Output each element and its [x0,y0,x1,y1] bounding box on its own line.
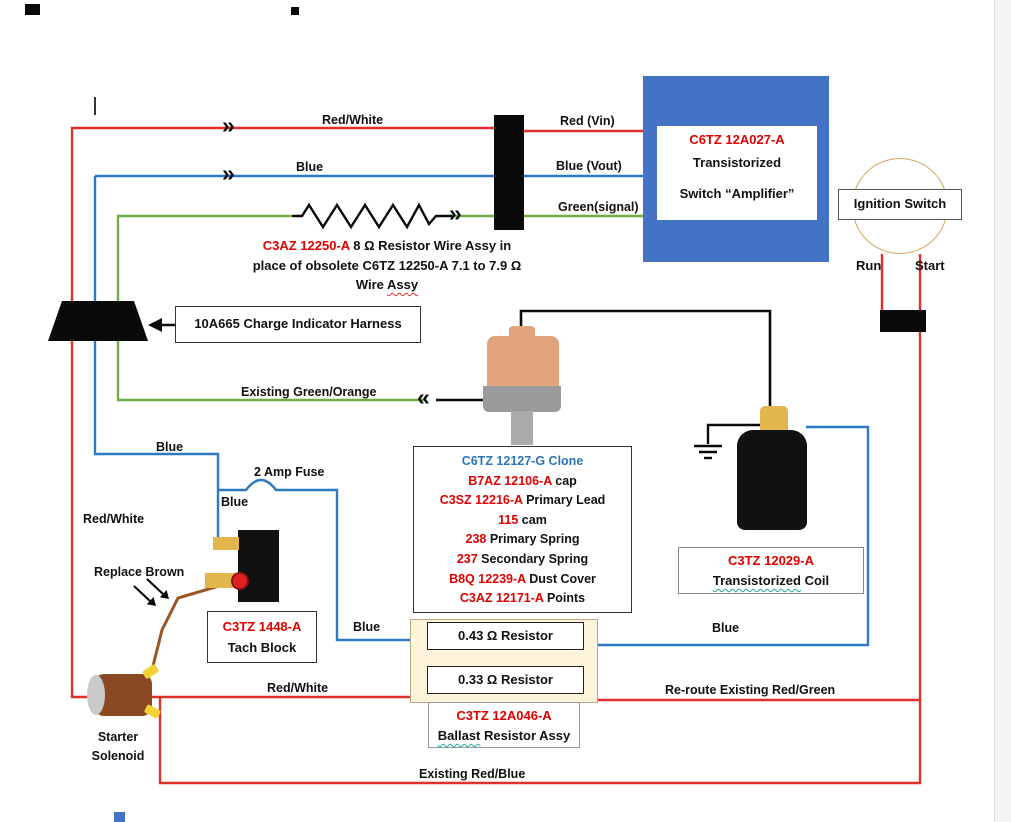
ignition-run-label: Run [856,258,882,273]
text-cursor [94,97,96,115]
label-blue-left: Blue [156,440,184,454]
bulkhead-connector-bar [494,115,524,230]
page-mark-bottom-blue [114,812,125,822]
tach-red-terminal-dot [231,572,249,590]
amplifier-line2: Switch “Amplifier” [679,186,795,201]
tach-terminal-mid [205,573,239,588]
tach-terminal-top [213,537,239,550]
ground-icon [694,444,722,460]
ignition-connector-block [880,310,926,332]
distributor-part-line: 238 Primary Spring [465,532,580,547]
distributor-cap [487,336,559,388]
amplifier-line1: Transistorized [692,155,782,170]
label-red-white-left: Red/White [83,512,145,526]
charge-harness-box: 10A665 Charge Indicator Harness [175,306,421,343]
label-green-signal: Green(signal) [558,200,639,214]
label-blue-mid: Blue [353,620,381,634]
wire-blue-coil [596,425,870,647]
label-red-white-top: Red/White [322,113,384,127]
page-mark-top-mid [291,7,299,15]
chevron-right-icon: » [222,160,235,186]
chevron-right-icon: » [222,112,235,138]
label-red-vin: Red (Vin) [560,114,615,128]
label-blue-right: Blue [712,621,740,635]
ballast-resistor-2-box: 0.33 Ω Resistor [427,666,584,694]
distributor-part-line: B8Q 12239-A Dust Cover [449,571,596,586]
page-mark-top-left [25,4,40,15]
label-blue-fuse: Blue [221,495,249,509]
charge-harness-label: 10A665 Charge Indicator Harness [194,316,402,331]
ballast-part-number: C3TZ 12A046-A [456,708,552,723]
tach-block-body [238,530,279,602]
wire-replace-brown [149,579,237,675]
label-blue-top: Blue [296,160,324,174]
distributor-part-line: 237 Secondary Spring [456,551,589,566]
replace-brown-arrow-icon [133,578,169,606]
amplifier-label-box: C6TZ 12A027-A Transistorized Switch “Amp… [657,126,817,220]
distributor-parts-box: C6TZ 12127-G Clone B7AZ 12106-A cap C3SZ… [413,446,632,613]
page-edge-right [994,0,1011,822]
label-two-amp-fuse: 2 Amp Fuse [254,465,325,479]
harness-arrow-icon [148,318,176,332]
wire-red-blue-existing [158,254,922,785]
ignition-start-label: Start [915,258,945,273]
distributor-part-line: C3SZ 12216-A Primary Lead [439,493,606,508]
coil-part-number: C3TZ 12029-A [728,553,814,568]
tach-name: Tach Block [227,640,297,655]
label-existing-red-blue: Existing Red/Blue [419,767,526,781]
chevron-left-icon: « [417,384,430,410]
tach-label-box: C3TZ 1448-A Tach Block [207,611,317,663]
distributor-part-line: 115 cam [498,512,547,527]
distributor-part-line: B7AZ 12106-A cap [468,473,577,488]
ballast-resistor-1-label: 0.43 Ω Resistor [458,628,553,643]
ballast-resistor-1-box: 0.43 Ω Resistor [427,622,584,650]
coil-name: Transistorized Coil [712,573,830,588]
starter-solenoid-label: Starter Solenoid [91,730,145,763]
ignition-switch-label: Ignition Switch [853,196,947,211]
distributor-body [483,386,561,412]
wire-coil-ground [706,423,762,444]
chevron-right-icon: » [449,200,462,226]
wire-red-white-main [70,126,494,699]
label-replace-brown: Replace Brown [94,565,185,579]
resistor-wire-note: C3AZ 12250-A 8 Ω Resistor Wire Assy in p… [252,238,522,292]
label-reroute: Re-route Existing Red/Green [665,683,836,697]
coil-body [737,430,807,530]
label-red-white-bottom: Red/White [267,681,329,695]
ignition-switch-label-box: Ignition Switch [838,189,962,220]
label-blue-vout: Blue (Vout) [556,159,622,173]
ballast-resistor-2-label: 0.33 Ω Resistor [458,672,553,687]
ballast-name: Ballast Resistor Assy [437,728,571,743]
distributor-shaft [511,411,533,445]
tach-part-number: C3TZ 1448-A [222,619,302,634]
wire-distributor-to-coil [519,309,772,410]
wire-blue-fuse-run [93,176,412,642]
amplifier-part-number: C6TZ 12A027-A [689,132,785,147]
starter-solenoid-end-cap [87,675,105,715]
ballast-label-box: C3TZ 12A046-A Ballast Resistor Assy [428,702,580,748]
label-existing-green-orange: Existing Green/Orange [241,385,377,399]
distributor-part-line: C3AZ 12171-A Points [459,591,586,606]
coil-label-box: C3TZ 12029-A Transistorized Coil [678,547,864,594]
distributor-parts-title: C6TZ 12127-G Clone [461,454,584,468]
charge-indicator-connector [48,301,148,341]
resistor-zigzag-symbol [292,202,452,230]
